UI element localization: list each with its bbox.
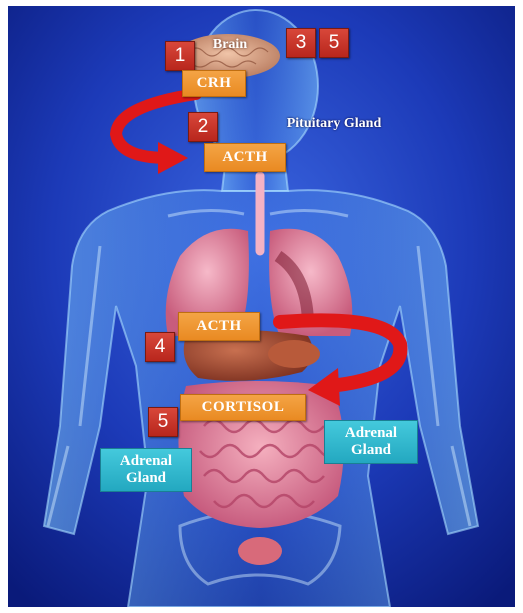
cortisol-box: CORTISOL <box>180 394 306 421</box>
adrenal-gland-left-line1: Adrenal <box>120 453 172 470</box>
adrenal-gland-left-line2: Gland <box>126 470 166 487</box>
crh-box: CRH <box>182 70 246 97</box>
step-badge-5-bottom: 5 <box>148 407 178 437</box>
anatomy-figure: Brain Pituitary Gland 1 3 5 2 4 5 CRH AC… <box>8 6 515 607</box>
adrenal-gland-right-line2: Gland <box>351 442 391 459</box>
step-badge-5-top: 5 <box>319 28 349 58</box>
adrenal-gland-box-right: Adrenal Gland <box>324 420 418 464</box>
step-badge-2: 2 <box>188 112 218 142</box>
acth-box-top: ACTH <box>204 143 286 172</box>
step-badge-4: 4 <box>145 332 175 362</box>
step-badge-3: 3 <box>286 28 316 58</box>
body-illustration <box>8 6 515 607</box>
step-badge-1: 1 <box>165 41 195 71</box>
acth-box-middle: ACTH <box>178 312 260 341</box>
adrenal-gland-box-left: Adrenal Gland <box>100 448 192 492</box>
brain-label: Brain <box>200 36 260 54</box>
pituitary-gland-label: Pituitary Gland <box>250 114 418 134</box>
adrenal-gland-right-line1: Adrenal <box>345 425 397 442</box>
